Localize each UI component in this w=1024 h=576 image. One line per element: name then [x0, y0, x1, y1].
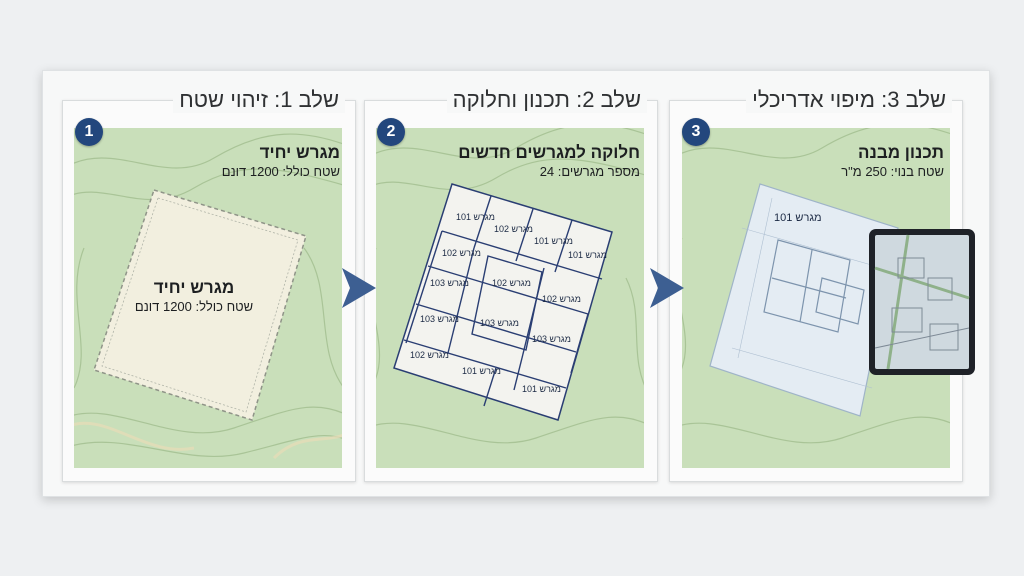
play-arrow-icon — [650, 268, 684, 308]
step-1-heading-title: מגרש יחיד — [259, 143, 340, 162]
architectural-plan — [709, 183, 899, 417]
tablet-icon — [869, 229, 975, 375]
topo-lines — [376, 128, 644, 444]
topo-lines — [682, 128, 950, 444]
plot-label: מגרש 101 — [456, 212, 495, 222]
plot-label: מגרש 102 — [410, 350, 449, 360]
plot-label: מגרש 102 — [542, 294, 581, 304]
step-2-map: מגרש 101 מגרש 102 מגרש 101 מגרש 101 מגרש… — [376, 128, 644, 468]
step-3-heading: תכנון מבנה שטח בנוי: 250 מ"ר — [841, 143, 944, 179]
plot-label: מגרש 103 — [480, 318, 519, 328]
step-2-title: שלב 2: תכנון וחלוקה — [446, 87, 647, 113]
step-1-badge: 1 — [75, 118, 103, 146]
plot-label: מגרש 103 — [430, 278, 469, 288]
step-1-center-heading: מגרש יחיד — [153, 278, 235, 297]
plot-label: מגרש 103 — [420, 314, 459, 324]
step-1-heading-sub: שטח כולל: 1200 דונם — [221, 164, 340, 179]
single-plot — [93, 189, 307, 421]
plot-label: מגרש 102 — [442, 248, 481, 258]
step-1-map: מגרש יחיד שטח כולל: 1200 דונם — [74, 128, 342, 468]
step-1-heading: מגרש יחיד שטח כולל: 1200 דונם — [222, 143, 340, 179]
plot-label: מגרש 101 — [568, 250, 607, 260]
step-3-heading-sub: שטח בנוי: 250 מ"ר — [841, 164, 944, 179]
plot-label: מגרש 101 — [522, 384, 561, 394]
step-1-title: שלב 1: זיהוי שטח — [173, 87, 345, 113]
step-1-center-subheading: שטח כולל: 1200 דונם — [134, 299, 254, 314]
step-3-heading-title: תכנון מבנה — [858, 143, 944, 162]
play-arrow-icon — [342, 268, 376, 308]
plot-label: מגרש 102 — [494, 224, 533, 234]
plot-grid — [393, 183, 613, 421]
plot-label: מגרש 103 — [532, 334, 571, 344]
step-3-badge: 3 — [682, 118, 710, 146]
topo-lines — [74, 133, 342, 460]
step-2-heading: חלוקה למגרשים חדשים מספר מגרשים: 24 — [458, 143, 640, 179]
plot-label: מגרש 102 — [492, 278, 531, 288]
plan-label: מגרש 101 — [774, 212, 822, 224]
step-2-heading-title: חלוקה למגרשים חדשים — [458, 143, 640, 162]
step-1-center-label: מגרש יחיד שטח כולל: 1200 דונם — [134, 278, 254, 314]
step-2-heading-sub: מספר מגרשים: 24 — [539, 164, 640, 179]
plot-label: מגרש 101 — [462, 366, 501, 376]
plot-label: מגרש 101 — [534, 236, 573, 246]
step-3-title: שלב 3: מיפוי אדריכלי — [746, 87, 952, 113]
step-2-badge: 2 — [377, 118, 405, 146]
